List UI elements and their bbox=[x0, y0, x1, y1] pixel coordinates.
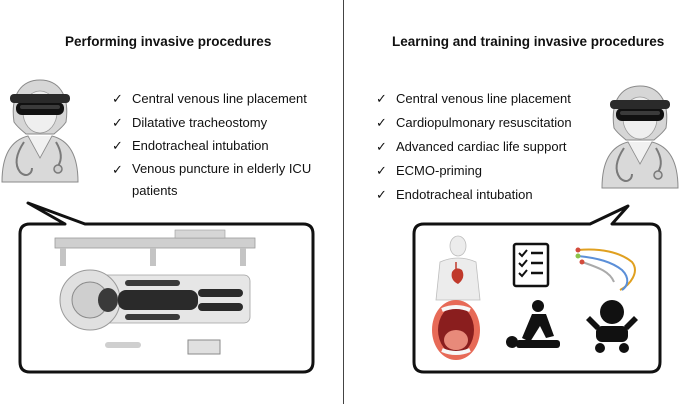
anatomy-torso-icon bbox=[435, 235, 481, 301]
check-icon: ✓ bbox=[112, 91, 123, 106]
center-divider bbox=[343, 0, 344, 404]
check-icon: ✓ bbox=[376, 115, 387, 130]
list-item: ✓Central venous line placement bbox=[112, 87, 327, 111]
check-icon: ✓ bbox=[112, 114, 123, 130]
list-item: ✓Endotracheal intubation bbox=[376, 183, 616, 207]
ct-scanner-patient-icon bbox=[54, 229, 256, 355]
checklist-icon bbox=[512, 242, 550, 288]
list-item: ✓Endotracheal intubation bbox=[112, 134, 327, 158]
list-item: ✓ECMO-priming bbox=[376, 159, 616, 183]
open-mouth-icon bbox=[432, 300, 480, 360]
catheter-tubes-icon bbox=[575, 247, 636, 291]
left-heading: Performing invasive procedures bbox=[65, 34, 272, 49]
list-item: ✓Venous puncture in elderly ICU patients bbox=[112, 158, 327, 202]
check-icon: ✓ bbox=[376, 91, 387, 106]
check-icon: ✓ bbox=[112, 161, 123, 177]
cpr-icon bbox=[506, 300, 560, 348]
list-item: ✓Dilatative tracheostomy bbox=[112, 111, 327, 135]
list-item: ✓Cardiopulmonary resuscitation bbox=[376, 111, 616, 135]
check-icon: ✓ bbox=[376, 139, 387, 154]
doctor-with-ar-headset-icon bbox=[1, 79, 79, 183]
doctor-with-ar-headset-icon bbox=[601, 85, 679, 189]
baby-icon bbox=[586, 300, 638, 353]
right-heading: Learning and training invasive procedure… bbox=[392, 34, 665, 49]
check-icon: ✓ bbox=[376, 187, 387, 202]
list-item: ✓Central venous line placement bbox=[376, 87, 616, 111]
training-procedures-list: ✓Central venous line placement ✓Cardiopu… bbox=[376, 87, 616, 207]
list-item: ✓Advanced cardiac life support bbox=[376, 135, 616, 159]
performing-procedures-list: ✓Central venous line placement ✓Dilatati… bbox=[112, 87, 327, 202]
check-icon: ✓ bbox=[112, 138, 123, 153]
check-icon: ✓ bbox=[376, 163, 387, 178]
